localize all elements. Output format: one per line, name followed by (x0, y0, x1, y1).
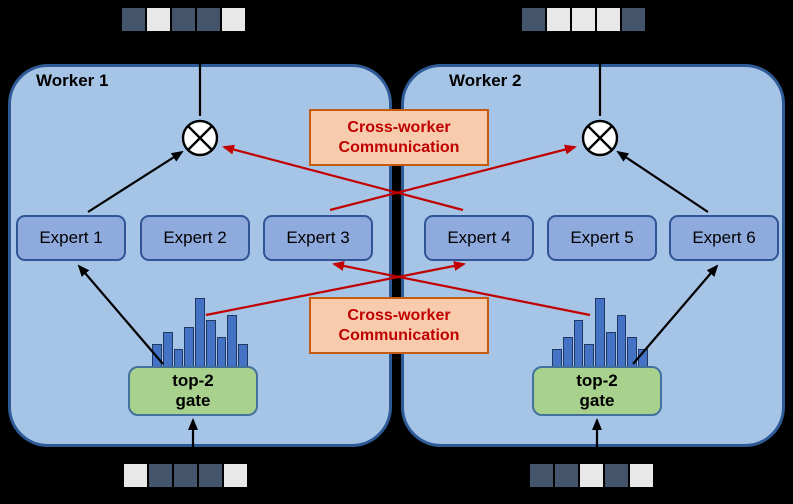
hist-bar (238, 343, 249, 366)
hist-bar (573, 320, 584, 366)
combine-multiply-icon-worker1 (180, 118, 220, 158)
token-cell-light (630, 464, 653, 487)
token-cell-dark (149, 464, 172, 487)
hist-bar (162, 332, 173, 366)
gate-label-line1: top-2 (576, 370, 618, 390)
expert-5-box: Expert 5 (547, 215, 657, 261)
comm-label-line2: Communication (338, 326, 460, 344)
comm-label-line2: Communication (338, 138, 460, 156)
token-cell-light (597, 8, 620, 31)
expert-3-box: Expert 3 (263, 215, 373, 261)
hist-bar (184, 326, 195, 366)
token-cell-light (124, 464, 147, 487)
hist-bar (584, 343, 595, 366)
token-cell-dark (605, 464, 628, 487)
token-cell-dark (174, 464, 197, 487)
token-cell-light (224, 464, 247, 487)
expert-2-box: Expert 2 (140, 215, 250, 261)
token-cell-dark (172, 8, 195, 31)
hist-bar (595, 298, 605, 366)
token-cell-dark (622, 8, 645, 31)
top2-gate-worker1: top-2 gate (128, 366, 258, 416)
gate-label-line2: gate (175, 391, 211, 410)
hist-bar (227, 315, 238, 366)
hist-bar (205, 320, 216, 366)
comm-label-line1: Cross-worker (347, 306, 451, 324)
gate-label-line1: top-2 (172, 370, 214, 390)
top2-gate-worker2: top-2 gate (532, 366, 662, 416)
expert-1-box: Expert 1 (16, 215, 126, 261)
combine-multiply-icon-worker2 (580, 118, 620, 158)
hist-bar (216, 337, 227, 366)
token-cell-light (147, 8, 170, 31)
comm-label-line1: Cross-worker (347, 118, 451, 136)
token-bar-bottom-worker2 (530, 464, 653, 487)
token-cell-dark (530, 464, 553, 487)
hist-bar (152, 343, 162, 366)
token-cell-light (580, 464, 603, 487)
gate-score-histogram-worker2 (552, 298, 649, 366)
hist-bar (605, 332, 616, 366)
worker1-label: Worker 1 (36, 71, 109, 90)
gate-score-histogram-worker1 (152, 298, 249, 366)
token-bar-top-worker1 (122, 8, 245, 31)
hist-bar (195, 298, 205, 366)
worker2-label: Worker 2 (449, 71, 522, 90)
token-bar-bottom-worker1 (124, 464, 247, 487)
expert-6-box: Expert 6 (669, 215, 779, 261)
expert-4-box: Expert 4 (424, 215, 534, 261)
token-cell-dark (197, 8, 220, 31)
token-cell-dark (122, 8, 145, 31)
token-cell-dark (199, 464, 222, 487)
hist-bar (173, 349, 184, 366)
token-cell-dark (555, 464, 578, 487)
token-cell-light (547, 8, 570, 31)
hist-bar (638, 349, 649, 366)
token-cell-light (222, 8, 245, 31)
hist-bar (552, 349, 562, 366)
token-bar-top-worker2 (522, 8, 645, 31)
cross-worker-communication-box-top: Cross-worker Communication (309, 109, 489, 166)
cross-worker-communication-box-bottom: Cross-worker Communication (309, 297, 489, 354)
token-cell-light (572, 8, 595, 31)
gate-label-line2: gate (579, 391, 615, 410)
hist-bar (627, 337, 638, 366)
token-cell-dark (522, 8, 545, 31)
hist-bar (562, 337, 573, 366)
hist-bar (616, 315, 627, 366)
